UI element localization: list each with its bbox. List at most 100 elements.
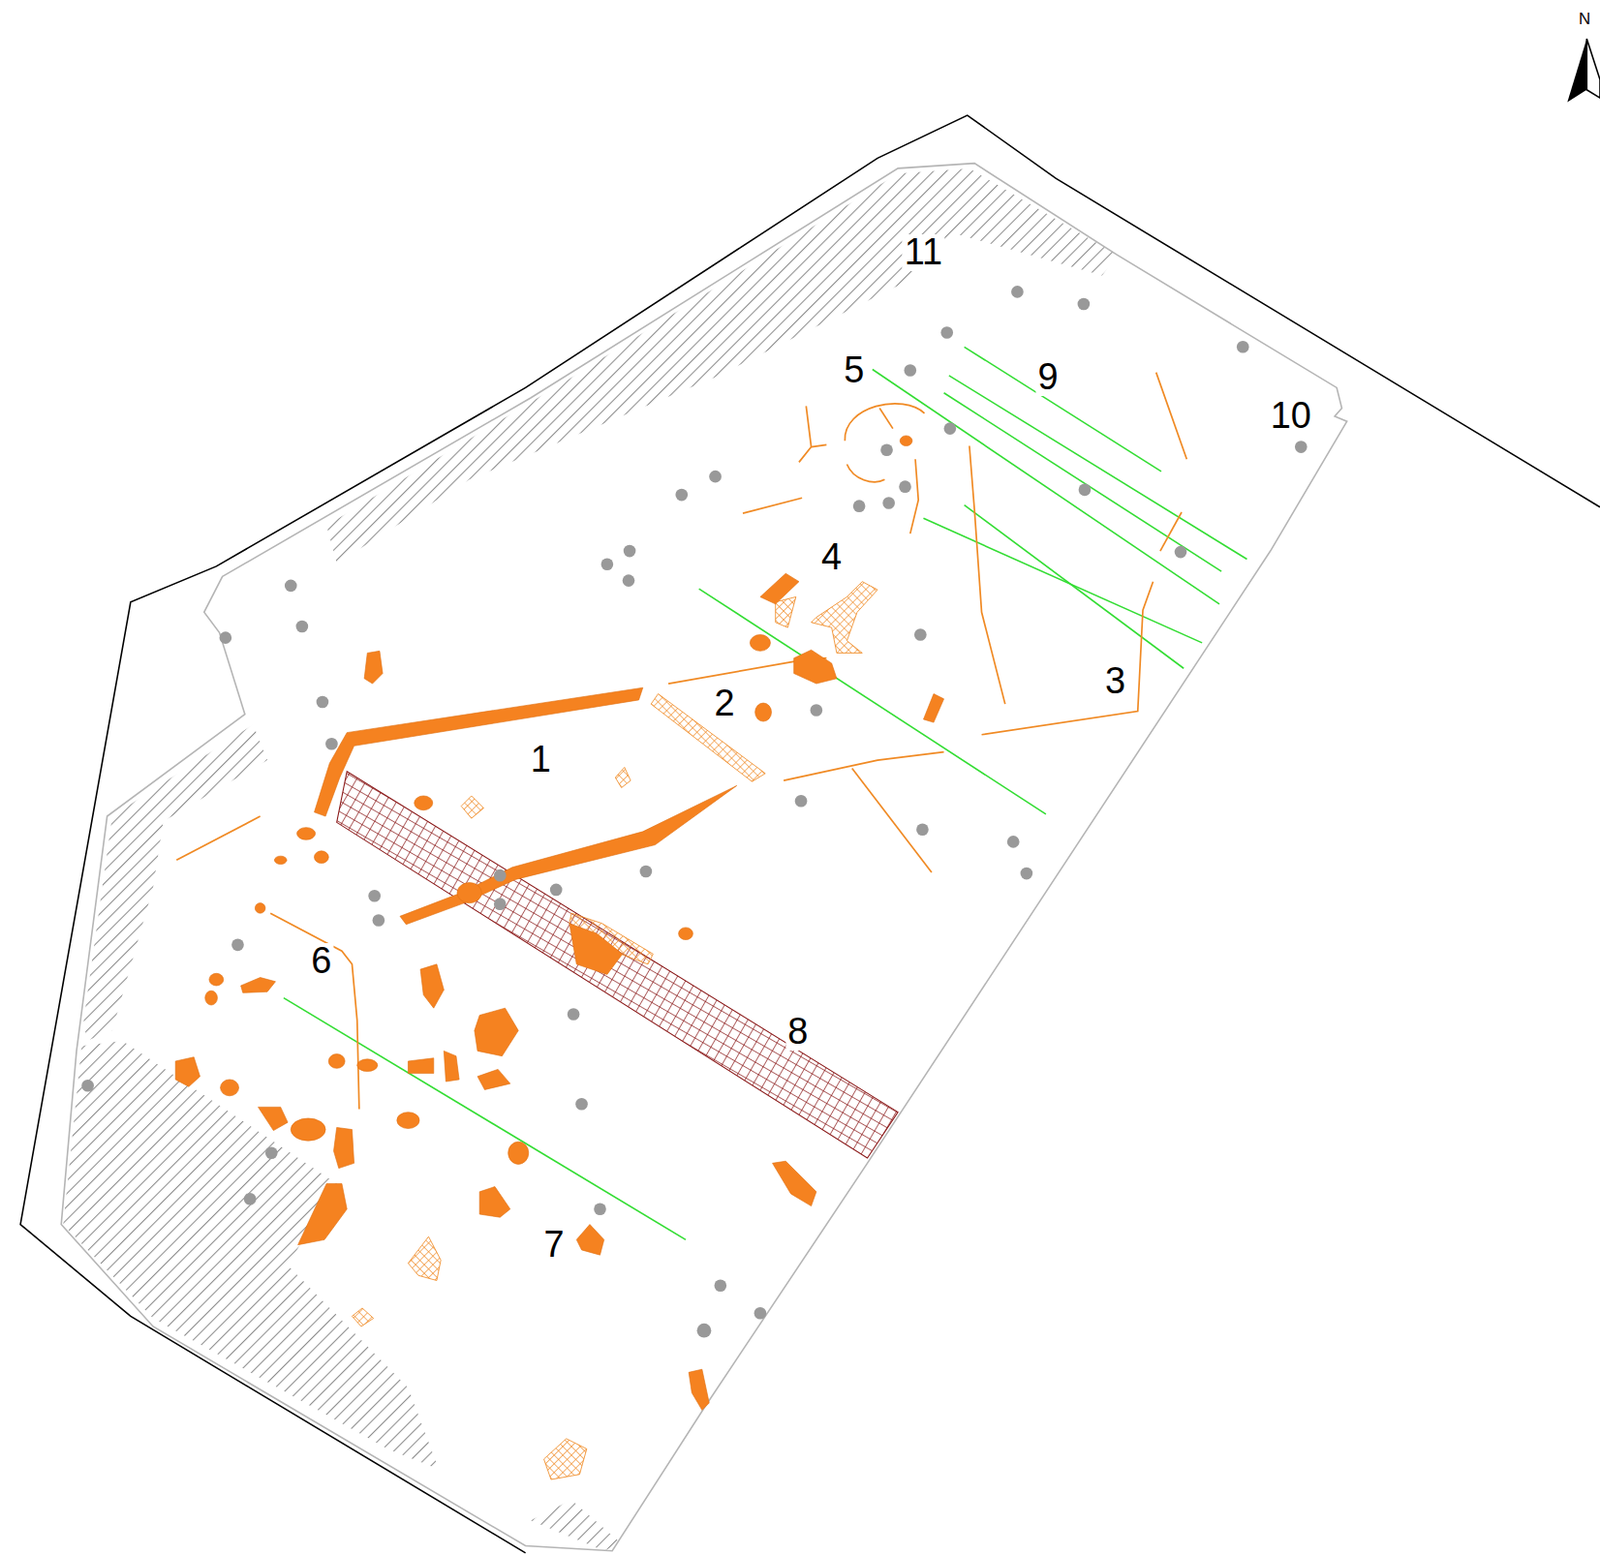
- site-boundary: [20, 115, 1600, 1554]
- pit: [760, 573, 800, 605]
- pit: [420, 964, 444, 1009]
- hatched-zones: [62, 168, 1117, 1552]
- pit: [794, 649, 837, 684]
- pit: [364, 650, 383, 684]
- hatched-patch: [351, 1308, 373, 1327]
- ditch-line: [1160, 512, 1182, 552]
- sample-point: [81, 1079, 94, 1093]
- pit: [298, 1183, 348, 1245]
- hatched-patches: [351, 582, 878, 1480]
- pit: [772, 1161, 817, 1206]
- north-label: N: [1576, 11, 1593, 29]
- sample-point: [601, 557, 615, 571]
- pit: [328, 1054, 345, 1070]
- sample-point: [916, 823, 929, 836]
- sample-point: [810, 704, 824, 717]
- feature-number: 4: [819, 539, 844, 577]
- pit: [209, 973, 224, 986]
- trench-line: [944, 393, 1223, 572]
- hatched-patch: [811, 582, 878, 654]
- feature-number: 5: [841, 352, 866, 390]
- feature-number: 7: [542, 1227, 567, 1264]
- ditch-line: [969, 446, 1006, 706]
- excavation-limit: [61, 163, 1348, 1552]
- pit: [314, 851, 330, 864]
- north-arrow-half: [1567, 38, 1587, 102]
- pit: [254, 903, 266, 915]
- feature-number: 6: [308, 943, 334, 981]
- sample-point: [593, 1202, 607, 1216]
- sample-point: [622, 574, 636, 587]
- pit: [334, 1127, 355, 1169]
- sample-point: [697, 1323, 712, 1339]
- sample-point: [372, 914, 386, 927]
- ditch-line: [799, 405, 812, 462]
- sample-point: [316, 696, 330, 709]
- sample-point: [944, 422, 957, 435]
- pit: [508, 1141, 529, 1165]
- trench-line: [923, 518, 1202, 644]
- sample-points: [81, 285, 1307, 1338]
- pit: [474, 1008, 519, 1057]
- sample-point: [493, 897, 507, 911]
- pit: [443, 1050, 460, 1082]
- feature-number: 3: [1103, 663, 1128, 701]
- feature-number: 10: [1268, 398, 1314, 435]
- sample-point: [493, 869, 507, 883]
- pit: [205, 990, 218, 1006]
- ditch-line: [1156, 372, 1188, 461]
- sample-point: [640, 865, 653, 879]
- pit: [899, 435, 913, 447]
- pit: [241, 978, 277, 994]
- trench-line: [872, 369, 1220, 604]
- sample-point: [550, 884, 563, 897]
- hatched-zone: [62, 1041, 439, 1471]
- ditch-line: [982, 582, 1154, 736]
- ditch-line: [852, 769, 932, 873]
- feature-number: 11: [902, 234, 945, 272]
- pit: [569, 923, 623, 976]
- features: [175, 435, 944, 1411]
- ditch-line: [270, 913, 360, 1109]
- sample-point: [714, 1279, 728, 1293]
- ditch-line: [811, 444, 828, 447]
- sample-point: [708, 470, 722, 484]
- sample-point: [1020, 867, 1034, 881]
- ditch-line: [176, 816, 260, 861]
- sample-point: [795, 795, 808, 808]
- trench-lines: [283, 346, 1248, 1240]
- sample-point: [1077, 298, 1091, 311]
- pit: [357, 1059, 378, 1073]
- north-arrow: [1567, 38, 1600, 102]
- sample-point: [754, 1307, 768, 1321]
- sample-point: [623, 545, 637, 558]
- sample-point: [940, 326, 954, 339]
- pit: [397, 1112, 420, 1130]
- sample-point: [1174, 546, 1188, 559]
- hatched-patch: [650, 694, 766, 783]
- wall-feature: [314, 687, 644, 817]
- ring-ditch: [846, 463, 885, 482]
- sample-point: [368, 890, 381, 903]
- sample-point: [1007, 835, 1020, 849]
- pit: [688, 1369, 709, 1411]
- pit: [407, 1058, 433, 1075]
- pit: [290, 1118, 326, 1141]
- ring-ditch: [844, 403, 924, 441]
- sample-point: [296, 620, 309, 634]
- hatched-zone: [326, 168, 1118, 564]
- north-arrow-half: [1586, 38, 1600, 98]
- sample-point: [1011, 285, 1024, 299]
- wall-feature: [400, 785, 738, 924]
- sample-point: [244, 1193, 257, 1206]
- ditch-lines: [176, 372, 1187, 1110]
- hatched-patch: [615, 767, 631, 788]
- ditch-line: [879, 408, 893, 430]
- band-feature: [337, 771, 898, 1159]
- ditch-line: [910, 459, 919, 534]
- sample-point: [219, 631, 233, 645]
- sample-point: [853, 499, 866, 513]
- hatched-patch: [407, 1236, 441, 1281]
